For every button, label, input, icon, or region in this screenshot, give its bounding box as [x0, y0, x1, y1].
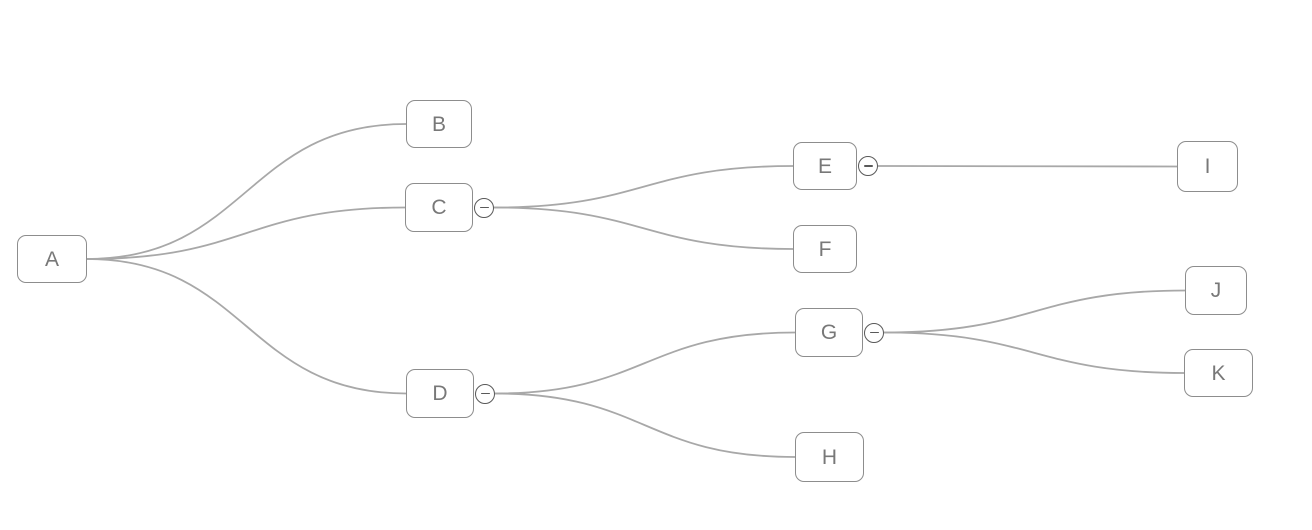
edge-A-B [86, 123, 407, 260]
collapse-button-D[interactable] [475, 383, 495, 404]
edge-E-I [877, 165, 1178, 168]
node-K[interactable]: K [1184, 349, 1253, 397]
collapse-button-E[interactable] [858, 156, 878, 176]
node-E-label: E [817, 154, 832, 178]
edge-C-F [493, 206, 794, 250]
minus-icon [480, 392, 490, 395]
node-A[interactable]: A [17, 235, 87, 283]
edge-C-E [493, 165, 794, 209]
node-E[interactable]: E [793, 142, 857, 190]
node-F[interactable]: F [793, 225, 857, 273]
node-D[interactable]: D [406, 369, 474, 418]
minus-icon [479, 206, 489, 209]
collapse-button-C[interactable] [474, 197, 494, 218]
collapse-button-G[interactable] [864, 322, 884, 343]
edge-A-C [86, 206, 406, 260]
node-I-label: I [1204, 155, 1211, 178]
node-K-label: K [1211, 361, 1226, 385]
node-B[interactable]: B [406, 100, 472, 148]
node-B-label: B [431, 112, 446, 136]
node-F-label: F [818, 237, 832, 261]
node-D-label: D [432, 382, 448, 405]
minus-icon [863, 165, 873, 167]
node-J[interactable]: J [1185, 266, 1247, 315]
node-H[interactable]: H [795, 432, 864, 482]
node-G[interactable]: G [795, 308, 863, 357]
edge-G-J [883, 289, 1186, 334]
minus-icon [869, 331, 879, 334]
node-C[interactable]: C [405, 183, 473, 232]
edge-D-H [494, 392, 796, 458]
edge-D-G [494, 331, 796, 395]
node-G-label: G [820, 321, 838, 344]
node-I[interactable]: I [1177, 141, 1238, 192]
node-H-label: H [821, 445, 838, 469]
edge-G-K [883, 331, 1185, 374]
node-A-label: A [44, 247, 59, 271]
node-C-label: C [431, 196, 447, 219]
node-J-label: J [1210, 279, 1222, 302]
edge-A-D [86, 258, 407, 395]
